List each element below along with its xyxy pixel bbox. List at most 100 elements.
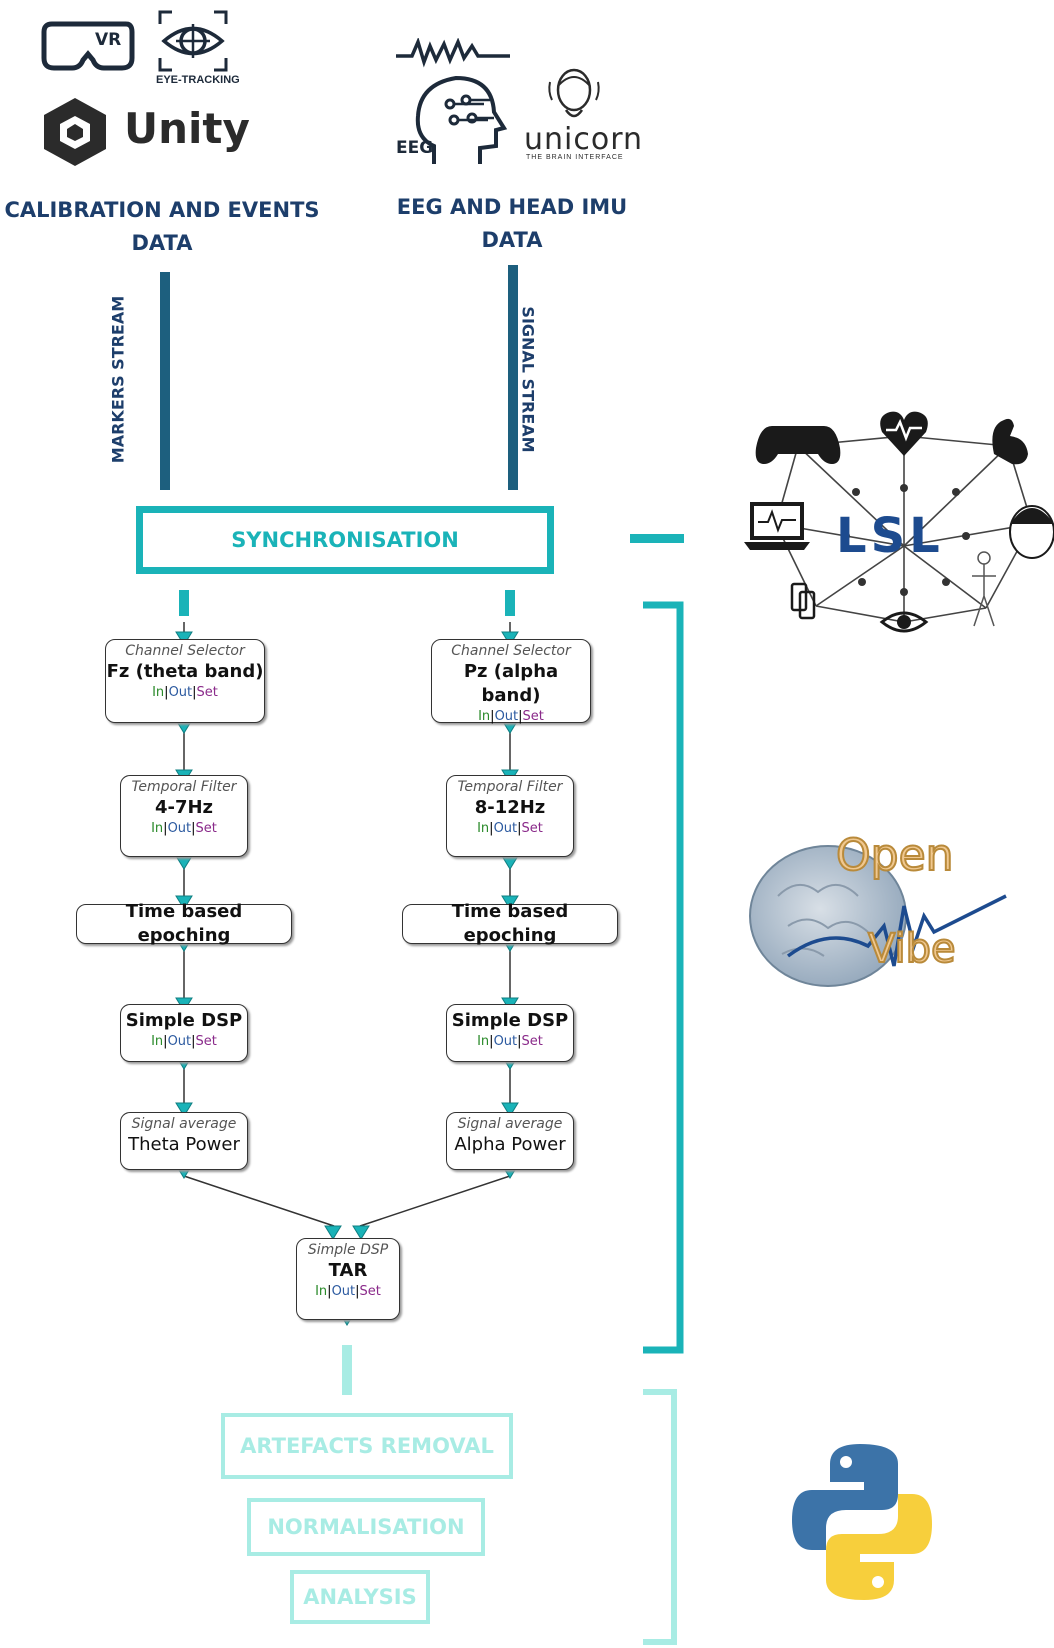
node-type-label: Channel Selector: [451, 643, 571, 659]
right-temporal-filter-node[interactable]: Temporal Filter 8-12Hz In|Out|Set: [446, 775, 574, 857]
eye-tracking-icon: [158, 10, 228, 72]
right-heading-line2: DATA: [481, 228, 543, 252]
node-title: Time based epoching: [451, 901, 569, 946]
openvibe-vibe-text: Vibe: [867, 925, 957, 973]
right-signal-average-node[interactable]: Signal average Alpha Power: [446, 1112, 574, 1170]
io-out: Out: [167, 1034, 192, 1049]
openvibe-logo: [748, 836, 1008, 996]
eye-tracking-label: EYE-TRACKING: [156, 74, 240, 86]
left-source-heading: CALIBRATION AND EVENTS DATA: [4, 194, 320, 260]
node-title: Pz (alpha band): [463, 661, 559, 706]
node-type-label: Temporal Filter: [131, 779, 237, 795]
io-set: Set: [521, 1034, 543, 1049]
analysis-box: ANALYSIS: [290, 1570, 430, 1624]
right-epoching-node[interactable]: Time based epoching: [402, 901, 618, 946]
unicorn-tagline: THE BRAIN INTERFACE: [526, 154, 624, 161]
node-io-ports: In|Out|Set: [106, 684, 264, 702]
io-in: In: [315, 1284, 328, 1299]
io-set: Set: [195, 1034, 217, 1049]
vr-label: VR: [95, 30, 122, 50]
io-in: In: [151, 1034, 164, 1049]
sync-lsl-connector: [630, 534, 684, 543]
io-set: Set: [359, 1284, 381, 1299]
node-type-label: Channel Selector: [125, 643, 245, 659]
io-sep: |: [490, 709, 495, 724]
left-signal-average-node[interactable]: Signal average Theta Power: [120, 1112, 248, 1170]
io-sep: |: [191, 1034, 196, 1049]
tar-node[interactable]: Simple DSP TAR In|Out|Set: [296, 1238, 400, 1320]
eeg-label: EEG: [396, 138, 434, 158]
node-io-ports: In|Out|Set: [432, 708, 590, 726]
io-out: Out: [167, 821, 192, 836]
io-sep: |: [517, 821, 522, 836]
node-title: Fz (theta band): [106, 661, 264, 682]
io-sep: |: [164, 685, 169, 700]
node-title: TAR: [328, 1260, 368, 1281]
node-io-ports: In|Out|Set: [447, 1033, 573, 1051]
node-type-label: Temporal Filter: [457, 779, 563, 795]
io-out: Out: [493, 1034, 518, 1049]
io-sep: |: [191, 821, 196, 836]
right-heading-line1: EEG AND HEAD IMU: [396, 195, 628, 219]
openvibe-open-text: Open: [835, 829, 955, 882]
io-out: Out: [494, 709, 519, 724]
right-simple-dsp-node[interactable]: Simple DSP In|Out|Set: [446, 1004, 574, 1062]
io-in: In: [152, 685, 165, 700]
node-title: Theta Power: [128, 1134, 240, 1155]
node-title: Simple DSP: [125, 1010, 243, 1031]
normalisation-label: NORMALISATION: [267, 1515, 465, 1539]
node-io-ports: In|Out|Set: [297, 1283, 399, 1301]
io-in: In: [477, 821, 490, 836]
io-out: Out: [331, 1284, 356, 1299]
io-sep: |: [163, 1034, 168, 1049]
artefacts-removal-label: ARTEFACTS REMOVAL: [240, 1434, 494, 1458]
io-in: In: [151, 821, 164, 836]
node-io-ports: In|Out|Set: [121, 820, 247, 838]
synchronisation-box: SYNCHRONISATION: [136, 506, 554, 574]
io-set: Set: [196, 685, 218, 700]
normalisation-box: NORMALISATION: [247, 1498, 485, 1556]
left-epoching-node[interactable]: Time based epoching: [76, 901, 292, 946]
artefacts-removal-box: ARTEFACTS REMOVAL: [221, 1413, 513, 1479]
node-type-label: Signal average: [131, 1116, 237, 1132]
lsl-network-logo: [736, 396, 1054, 646]
synchronisation-label: SYNCHRONISATION: [231, 528, 459, 552]
right-channel-selector-node[interactable]: Channel Selector Pz (alpha band) In|Out|…: [431, 639, 591, 726]
left-temporal-filter-node[interactable]: Temporal Filter 4-7Hz In|Out|Set: [120, 775, 248, 857]
lsl-logo-text: LSL: [836, 508, 944, 564]
io-sep: |: [192, 685, 197, 700]
unicorn-logo-text: unicorn: [524, 122, 644, 157]
markers-stream-bar: [160, 272, 170, 490]
python-logo-icon: [790, 1442, 934, 1602]
io-sep: |: [518, 709, 523, 724]
io-out: Out: [493, 821, 518, 836]
node-title: 4-7Hz: [154, 797, 214, 818]
unity-logo-text: Unity: [124, 104, 250, 153]
node-title: 8-12Hz: [474, 797, 546, 818]
io-in: In: [478, 709, 491, 724]
io-sep: |: [163, 821, 168, 836]
eeg-head-icon: [394, 38, 518, 168]
io-set: Set: [522, 709, 544, 724]
node-title: Time based epoching: [125, 901, 243, 946]
left-heading-line1: CALIBRATION AND EVENTS: [4, 198, 320, 222]
node-io-ports: In|Out|Set: [447, 820, 573, 838]
node-io-ports: In|Out|Set: [121, 1033, 247, 1051]
io-sep: |: [517, 1034, 522, 1049]
unity-cube-icon: [42, 96, 108, 168]
io-set: Set: [195, 821, 217, 836]
unicorn-head-icon: [544, 66, 604, 126]
io-sep: |: [327, 1284, 332, 1299]
node-title: Alpha Power: [454, 1134, 566, 1155]
io-sep: |: [355, 1284, 360, 1299]
node-type-label: Simple DSP: [307, 1242, 389, 1258]
left-channel-selector-node[interactable]: Channel Selector Fz (theta band) In|Out|…: [105, 639, 265, 723]
io-set: Set: [521, 821, 543, 836]
vr-headset-icon: [38, 18, 138, 76]
left-simple-dsp-node[interactable]: Simple DSP In|Out|Set: [120, 1004, 248, 1062]
io-out: Out: [168, 685, 193, 700]
signal-stream-bar: [508, 265, 518, 490]
io-sep: |: [489, 1034, 494, 1049]
node-title: Simple DSP: [451, 1010, 569, 1031]
io-sep: |: [489, 821, 494, 836]
